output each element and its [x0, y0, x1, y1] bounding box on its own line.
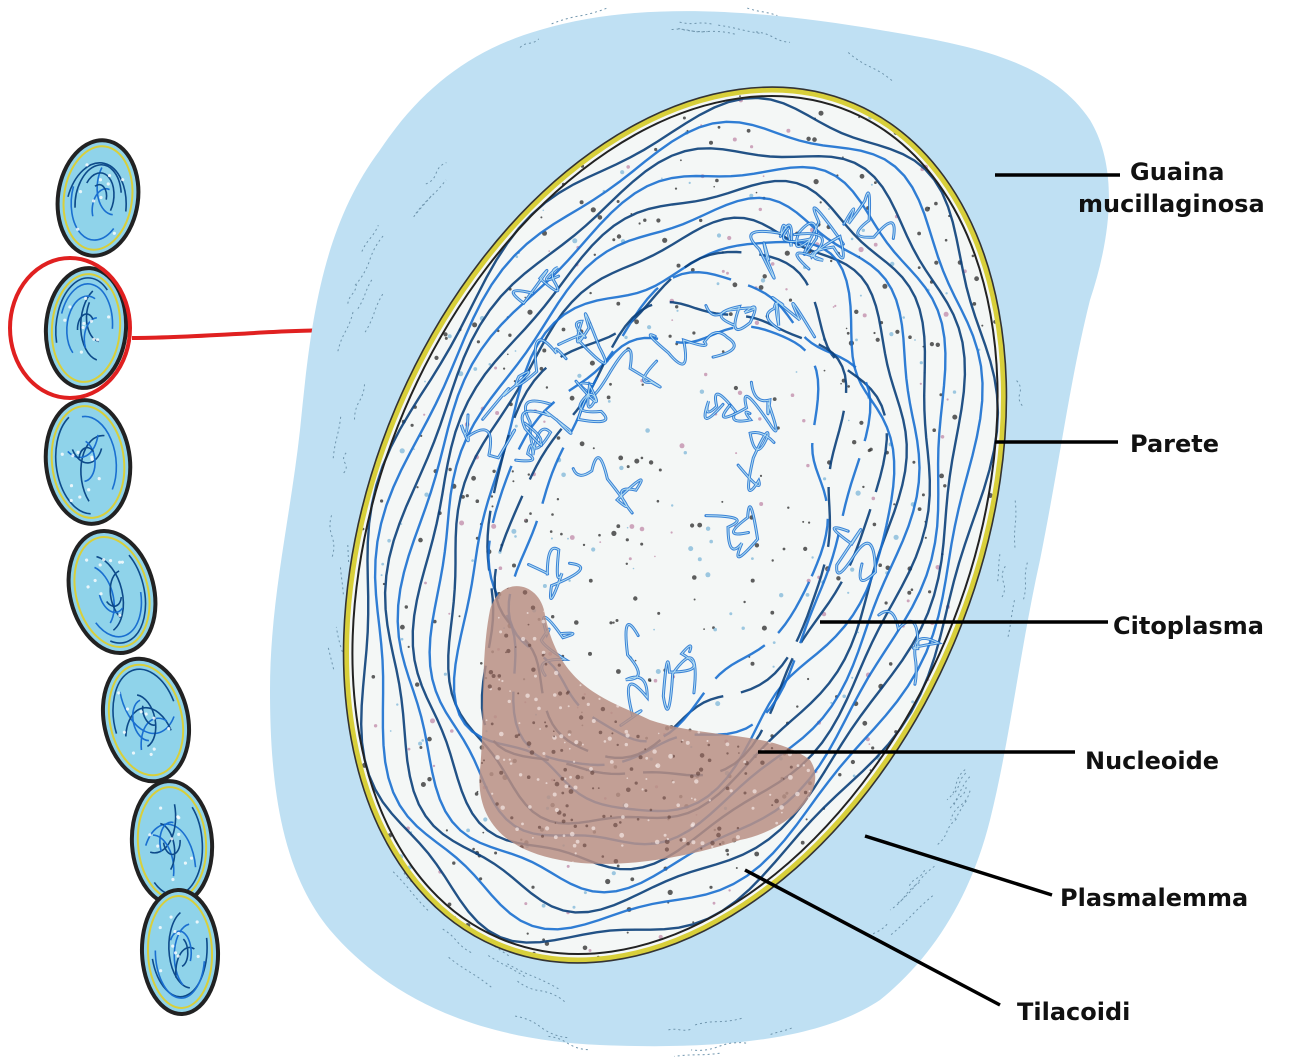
- label-parete: Parete: [1130, 428, 1219, 460]
- label-guaina-mucillaginosa: Guaina mucillaginosa: [1078, 156, 1265, 220]
- filament-cell: [56, 522, 168, 663]
- filament-cell: [50, 135, 145, 261]
- label-tilacoidi: Tilacoidi: [1017, 996, 1130, 1028]
- filament-cell: [92, 651, 200, 790]
- label-citoplasma: Citoplasma: [1113, 610, 1264, 642]
- label-plasmalemma: Plasmalemma: [1060, 882, 1248, 914]
- filament-cell: [140, 889, 220, 1016]
- filament-chain: [40, 135, 220, 1015]
- filament-cell: [40, 396, 137, 528]
- label-nucleoide: Nucleoide: [1085, 745, 1219, 777]
- filament-cell: [128, 778, 216, 907]
